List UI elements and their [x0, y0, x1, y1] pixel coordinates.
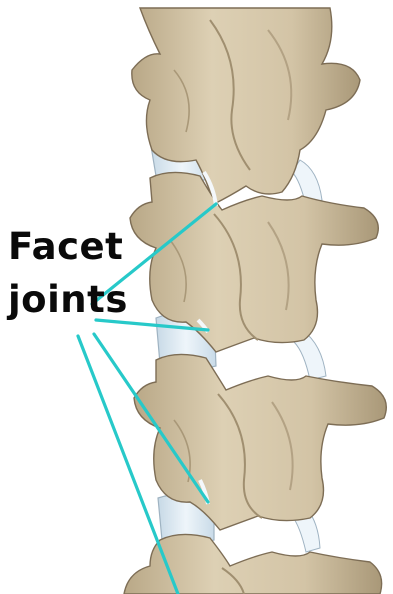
label-facet: Facet	[8, 228, 123, 265]
label-joints: joints	[8, 281, 128, 318]
vertebra-bottom	[124, 534, 382, 594]
